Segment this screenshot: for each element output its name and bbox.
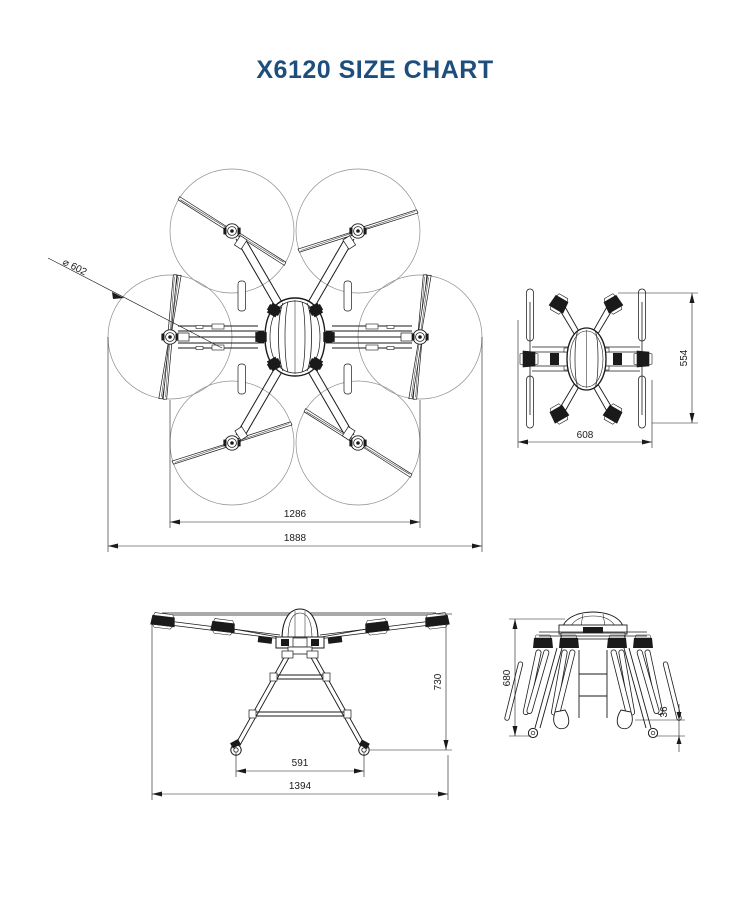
diameter-leader xyxy=(47,257,223,349)
dim-gear-span: 591 xyxy=(292,758,309,769)
dim-folded-height: 554 xyxy=(679,349,690,366)
top-view-unfolded: ⌀ 602 1286 1888 xyxy=(0,140,500,560)
dim-front-span-geometry xyxy=(151,621,449,800)
dim-ground-clearance-geometry xyxy=(635,704,685,752)
dim-gear-span-geometry xyxy=(235,753,365,777)
boom-hardware xyxy=(195,323,395,351)
side-view-folded: 680 36 xyxy=(495,600,710,780)
dim-inner-span: 1286 xyxy=(284,509,307,520)
dim-total-span-geometry xyxy=(107,337,483,552)
fuselage-body xyxy=(264,297,326,377)
dim-folded-height-geometry xyxy=(618,292,698,424)
side-folded-geometry: 680 36 xyxy=(502,611,685,752)
top-view-folded: 554 608 xyxy=(510,280,740,470)
dim-front-span: 1394 xyxy=(289,781,312,792)
side-folded-blades xyxy=(504,649,682,721)
folded-fuselage xyxy=(566,327,607,391)
gear-joints xyxy=(248,650,352,719)
dim-total-span: 1888 xyxy=(284,533,307,544)
motor-mounts xyxy=(177,235,413,441)
dim-side-height-geometry xyxy=(509,618,565,737)
side-strut-plates xyxy=(237,280,352,395)
landing-gear xyxy=(233,653,367,748)
front-hub-clamps xyxy=(257,636,343,644)
dim-front-height-geometry xyxy=(370,613,452,751)
dim-side-height: 680 xyxy=(502,669,513,686)
dim-folded-width-geometry xyxy=(517,320,653,448)
front-fuselage xyxy=(275,608,325,655)
page-title: X6120 SIZE CHART xyxy=(256,56,494,84)
dim-folded-width: 608 xyxy=(577,430,594,441)
landing-feet xyxy=(230,739,370,756)
side-landing-feet xyxy=(527,709,659,739)
dim-front-height: 730 xyxy=(433,673,444,690)
top-view-geometry: ⌀ 602 1286 1888 xyxy=(47,168,483,552)
dim-prop-diameter: ⌀ 602 xyxy=(61,257,89,279)
front-view-geometry: 730 591 1394 xyxy=(149,608,452,800)
side-folded-motors xyxy=(533,631,653,648)
front-view-unfolded: 730 591 1394 xyxy=(130,595,470,810)
side-landing-gear xyxy=(534,647,652,729)
dim-ground-clearance: 36 xyxy=(659,706,670,718)
folded-top-geometry: 554 608 xyxy=(517,288,698,448)
dim-inner-span-geometry xyxy=(169,400,421,528)
